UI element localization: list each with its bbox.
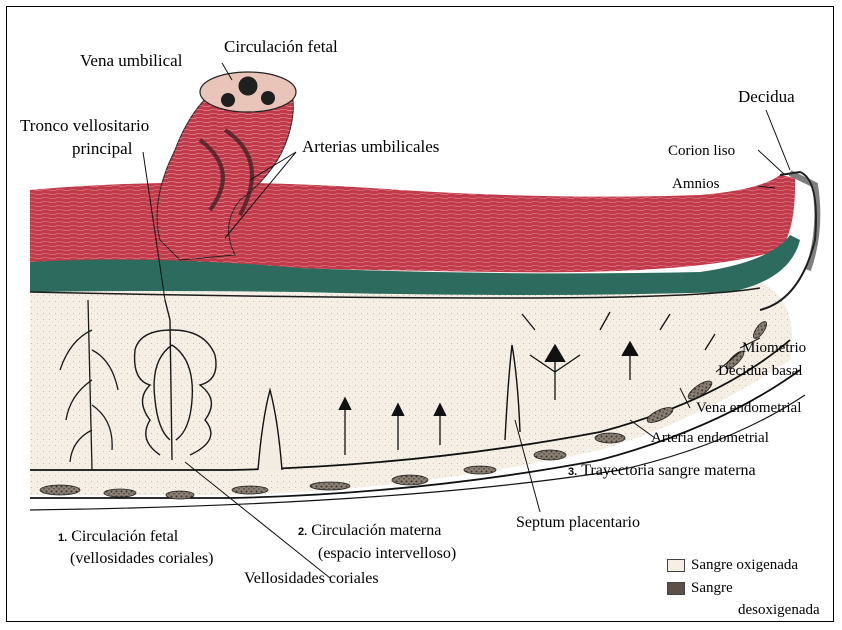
- label-corion-liso: Corion liso: [668, 143, 735, 160]
- label-trayectoria: 3. Trayectoria sangre materna: [568, 462, 756, 480]
- label-tronco-vellositario: Tronco vellositario: [20, 117, 149, 136]
- legend-oxigenada-label: Sangre oxigenada: [691, 557, 798, 574]
- label-vena-umbilical: Vena umbilical: [80, 52, 182, 71]
- label-circulacion-fetal-1: 1. Circulación fetal: [58, 528, 178, 546]
- label-amnios: Amnios: [672, 176, 720, 193]
- legend-desox-label-2: desoxigenada: [738, 602, 820, 619]
- label-circ-fetal-number: 1.: [58, 532, 67, 544]
- legend-desoxigenada-swatch: [667, 582, 685, 595]
- label-circulacion-fetal-top: Circulación fetal: [224, 38, 338, 57]
- label-decidua: Decidua: [738, 88, 795, 107]
- label-vellosidades-coriales-paren: (vellosidades coriales): [70, 550, 214, 568]
- label-tronco-principal: principal: [72, 140, 132, 159]
- label-circ-materna-text: Circulación materna: [311, 522, 441, 539]
- label-miometrio: Miometrio: [742, 340, 806, 357]
- label-circulacion-materna: 2. Circulación materna: [298, 522, 441, 540]
- label-decidua-basal: Decidua basal: [718, 363, 803, 380]
- label-septum-placentario: Septum placentario: [516, 514, 640, 532]
- label-arterias-umbilicales: Arterias umbilicales: [302, 138, 439, 157]
- legend-oxigenada-swatch: [667, 559, 685, 572]
- label-circ-fetal-text: Circulación fetal: [71, 528, 178, 545]
- label-vellosidades-coriales: Vellosidades coriales: [244, 570, 379, 588]
- legend-desox-label-1: Sangre: [691, 580, 733, 597]
- label-trayectoria-text: Trayectoria sangre materna: [581, 462, 755, 479]
- label-vena-endometrial: Vena endometrial: [696, 400, 801, 417]
- label-trayectoria-number: 3.: [568, 466, 577, 478]
- label-arteria-endometrial: Arteria endometrial: [651, 430, 769, 447]
- label-circ-materna-number: 2.: [298, 526, 307, 538]
- label-espacio-intervelloso: (espacio intervelloso): [318, 545, 456, 563]
